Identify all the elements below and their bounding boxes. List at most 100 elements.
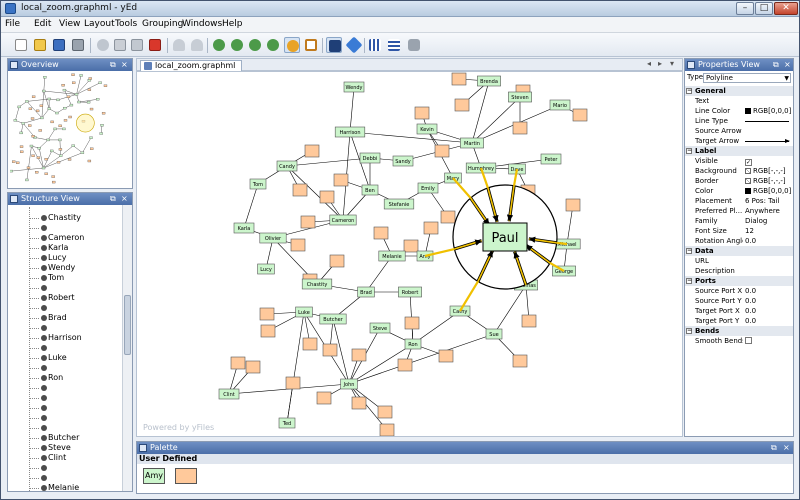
graph-node[interactable] [319,313,347,325]
property-section[interactable]: −General [685,86,793,96]
graph-node[interactable] [259,232,287,244]
graph-node[interactable] [361,184,379,196]
save-icon[interactable] [51,37,67,53]
undock-icon[interactable]: ⧉ [771,443,777,452]
graph-node-unlabeled[interactable] [304,144,320,158]
new-icon[interactable] [13,37,29,53]
zoomed-edge[interactable] [469,197,490,226]
document-tab[interactable]: local_zoom.graphml [140,60,243,71]
delete-icon[interactable] [147,37,163,53]
graph-node[interactable] [404,338,422,350]
structure-item[interactable]: Butcher [8,433,122,443]
structure-item[interactable]: Steve [8,443,122,453]
palette-group-header[interactable]: User Defined [137,454,793,464]
graph-node-unlabeled[interactable] [316,391,332,405]
graph-node-unlabeled[interactable] [292,183,308,197]
graph-node-unlabeled[interactable] [379,423,395,436]
graph-edge[interactable] [332,318,350,385]
graph-node-unlabeled[interactable] [322,343,338,357]
graph-node[interactable] [295,306,313,318]
group-icon[interactable] [406,37,422,53]
zoomed-edge[interactable] [477,250,494,282]
graph-edge[interactable] [412,310,461,345]
graph-node-unlabeled[interactable] [377,405,393,419]
structure-item[interactable]: Clint [8,453,122,463]
checkbox[interactable]: ✓ [745,159,752,166]
structure-item[interactable] [8,403,122,413]
structure-item[interactable]: Lucy [8,253,122,263]
structure-item[interactable] [8,413,122,423]
cut-icon[interactable] [95,37,111,53]
graph-node-unlabeled[interactable] [319,190,335,204]
graph-node-unlabeled[interactable] [351,348,367,362]
edge-mode-icon[interactable] [345,36,363,54]
graph-node-unlabeled[interactable] [245,360,261,374]
graph-node[interactable] [540,153,562,165]
highlighted-edge[interactable] [424,247,455,258]
structure-item[interactable] [8,463,122,473]
structure-item[interactable] [8,383,122,393]
structure-item[interactable]: Wendy [8,263,122,273]
graph-node-unlabeled[interactable] [572,108,588,122]
menu-view[interactable]: View [59,19,81,29]
graph-edge[interactable] [286,165,344,221]
menu-grouping[interactable]: Grouping [142,19,184,29]
structure-item[interactable]: Cameron [8,233,122,243]
zoomed-edge[interactable] [513,251,527,285]
graph-node-unlabeled[interactable] [290,238,306,252]
structure-item[interactable] [8,423,122,433]
property-row[interactable]: Smooth Bends [685,336,793,346]
graph-edge[interactable] [493,284,527,335]
graph-node[interactable] [417,182,439,194]
graph-edge[interactable] [348,383,388,431]
graph-edge[interactable] [349,131,473,145]
overview-map[interactable] [10,73,130,185]
graph-node-unlabeled[interactable] [397,358,413,372]
graph-edge[interactable] [285,382,294,424]
redo-icon[interactable] [189,37,205,53]
highlighted-edge[interactable] [452,177,472,199]
graph-node-unlabeled[interactable] [300,215,316,229]
panel-close-icon[interactable]: × [121,60,128,69]
graph-node-unlabeled[interactable] [512,121,528,135]
graph-node[interactable] [392,155,414,167]
structure-item[interactable] [8,363,122,373]
graph-node[interactable] [383,198,415,210]
zoom-fit-icon[interactable] [247,37,263,53]
zoom-area-icon[interactable] [265,37,281,53]
structure-item[interactable]: Brad [8,313,122,323]
highlighted-edge[interactable] [556,241,568,246]
graph-node[interactable] [343,81,365,93]
structure-item[interactable]: Luke [8,353,122,363]
property-row[interactable]: Text [685,96,793,106]
structure-item[interactable] [8,323,122,333]
grid-icon[interactable] [367,37,383,53]
property-row[interactable]: Source Arrow [685,126,793,136]
undo-icon[interactable] [171,37,187,53]
structure-item[interactable]: Harrison [8,333,122,343]
graph-node[interactable] [334,126,366,138]
zoomed-edge[interactable] [528,236,557,244]
graph-node-unlabeled[interactable] [302,337,318,351]
menu-layout[interactable]: Layout [84,19,115,29]
graph-node[interactable] [276,160,298,172]
zoom-in-icon[interactable] [211,37,227,53]
menu-tools[interactable]: Tools [115,19,138,29]
graph-node[interactable] [301,278,333,290]
graph-node-unlabeled[interactable] [521,314,537,328]
graph-node-unlabeled[interactable] [565,198,581,212]
property-section[interactable]: −Bends [685,326,793,336]
zoom-out-icon[interactable] [229,37,245,53]
graph-node-unlabeled[interactable] [440,210,456,224]
structure-item[interactable] [8,473,122,483]
panel-close-icon[interactable]: × [784,60,791,69]
graph-node[interactable] [218,388,240,400]
structure-item[interactable]: Karla [8,243,122,253]
graph-node[interactable] [340,378,358,390]
property-row[interactable]: Description [685,266,793,276]
